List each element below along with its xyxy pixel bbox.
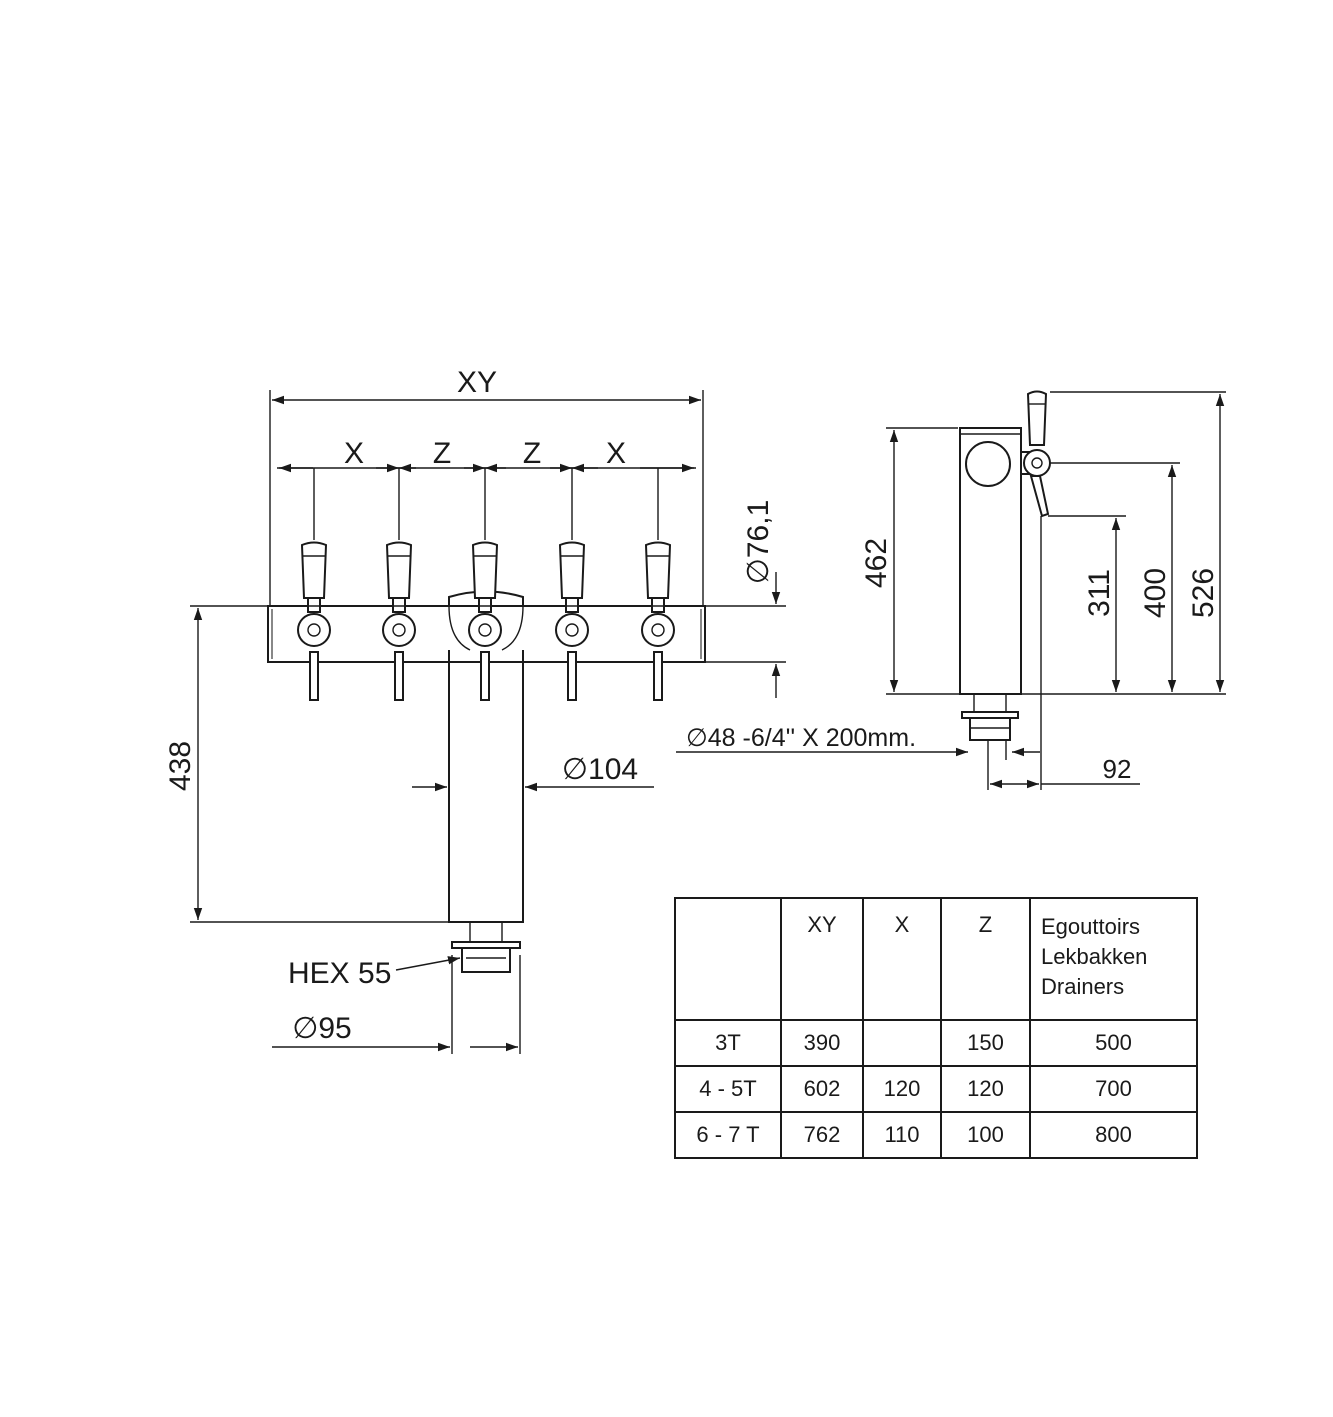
hex-nut <box>461 947 511 973</box>
table-header-cell: Z <box>940 897 1031 1021</box>
offset-label: 92 <box>1103 754 1132 784</box>
base-diameter-label: ∅95 <box>292 1012 352 1045</box>
side-tap-spout <box>1029 475 1050 518</box>
drainer-header-line: Egouttoirs <box>1041 914 1141 939</box>
table-row: 3T 390 150 500 <box>674 1019 1198 1067</box>
table-cell <box>862 1019 942 1067</box>
spacing-label-x2: X <box>606 437 626 470</box>
table-cell: 602 <box>780 1065 864 1113</box>
table-header-drainers: Egouttoirs Lekbakken Drainers <box>1029 897 1198 1021</box>
drainer-header-line: Lekbakken <box>1041 944 1148 969</box>
table-row: 6 - 7 T 762 110 100 800 <box>674 1111 1198 1159</box>
hex-label: HEX 55 <box>288 957 391 990</box>
height-label: 438 <box>164 741 197 791</box>
table-header-row: XY X Z Egouttoirs Lekbakken Drainers <box>674 897 1198 1021</box>
side-tap-handle <box>1026 390 1048 446</box>
specification-table: XY X Z Egouttoirs Lekbakken Drainers 3T … <box>674 897 1198 1159</box>
table-cell: 500 <box>1029 1019 1198 1067</box>
table-cell: 120 <box>862 1065 942 1113</box>
table-cell: 100 <box>940 1111 1031 1159</box>
bar-diameter-label: ∅76,1 <box>742 500 775 585</box>
table-cell: 150 <box>940 1019 1031 1067</box>
xy-label: XY <box>457 366 497 399</box>
table-cell: 110 <box>862 1111 942 1159</box>
table-cell: 120 <box>940 1065 1031 1113</box>
pipe-label: ∅48 -6/4'' X 200mm. <box>686 724 916 752</box>
spacing-label-x1: X <box>344 437 364 470</box>
front-view: XY X Z Z X <box>164 366 786 1054</box>
table-header-cell <box>674 897 782 1021</box>
spacing-label-z1: Z <box>433 437 451 470</box>
spacing-label-z2: Z <box>523 437 541 470</box>
table-cell: 390 <box>780 1019 864 1067</box>
side-column-height-label: 462 <box>860 538 893 588</box>
table-cell: 6 - 7 T <box>674 1111 782 1159</box>
table-cell: 700 <box>1029 1065 1198 1113</box>
table-cell: 762 <box>780 1111 864 1159</box>
side-view: 462 311 400 526 ∅48 -6/4'' X 200mm. 92 <box>676 390 1226 790</box>
table-cell: 3T <box>674 1019 782 1067</box>
front-taps <box>297 541 675 701</box>
side-flange <box>965 441 1011 487</box>
drainer-header-line: Drainers <box>1041 974 1125 999</box>
column-diameter-label: ∅104 <box>562 753 638 786</box>
table-row: 4 - 5T 602 120 120 700 <box>674 1065 1198 1113</box>
tap-height-400: 400 <box>1139 568 1172 618</box>
table-cell: 4 - 5T <box>674 1065 782 1113</box>
table-cell: 800 <box>1029 1111 1198 1159</box>
tap-height-311: 311 <box>1083 569 1116 617</box>
table-header-cell: XY <box>780 897 864 1021</box>
tap-height-526: 526 <box>1187 568 1220 618</box>
table-header-cell: X <box>862 897 942 1021</box>
